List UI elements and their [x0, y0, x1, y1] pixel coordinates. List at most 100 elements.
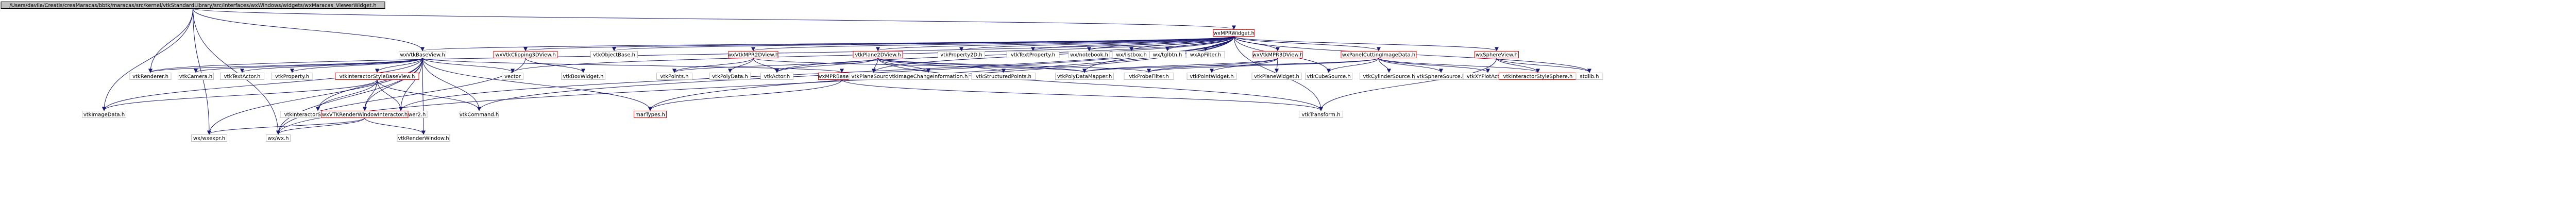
node-wxMPRWidget[interactable]: wxMPRWidget.h	[1213, 29, 1255, 37]
node-label: wxSphereView.h	[1476, 53, 1518, 58]
edge-wxVtkMPR2DView-to-vtkPoints	[672, 58, 754, 73]
edge-wxVtkBaseView-to-vtkImageViewer2	[399, 58, 423, 111]
edge-vtkInteractorStyleBaseView-to-vtkCommand	[377, 79, 481, 111]
node-label: wx/wx.h	[267, 136, 289, 142]
node-box	[397, 134, 450, 142]
node-label: vtkProbeFilter.h	[1129, 74, 1168, 80]
edge-wxMPRWidget-to-vtkObjectBase	[612, 36, 1234, 52]
node-wxexpr: wx/wxexpr.h	[191, 134, 227, 142]
edge-wxVtkMPR3DView-to-vtkPolyDataMapper	[1082, 58, 1278, 73]
edge-wxVtkBaseView-to-vtkInteractorStyleImage	[316, 58, 423, 111]
edge-wxVtkBaseView-to-wxexpr	[207, 58, 423, 135]
edge-vtkPlane2DView-to-vtkPlaneSource	[872, 58, 878, 73]
edge-wxPanelCuttingImageData-to-vtkPolyDataMapper	[1082, 58, 1379, 73]
node-label: wx/wxexpr.h	[193, 136, 225, 142]
node-wxVTKRenderWindowInteractor[interactable]: wxVTKRenderWindowInteractor.h	[321, 111, 409, 118]
edge-vtkPlane2DView-to-vtkProbeFilter	[877, 58, 1151, 73]
node-label: wx/notebook.h	[1070, 53, 1108, 58]
node-box	[493, 51, 558, 58]
node-label: vtkPlane2DView.h	[855, 53, 901, 58]
node-wxtglbtn: wx/tglbtn.h	[1149, 51, 1185, 58]
node-vtkSphereSource: vtkSphereSource.h	[1414, 73, 1468, 80]
node-marTypes[interactable]: marTypes.h	[634, 111, 667, 118]
node-label: vtkImageChangeInformation.h	[889, 74, 968, 80]
node-label: vtkCubeSource.h	[1307, 74, 1350, 80]
node-wxSphereView[interactable]: wxSphereView.h	[1475, 51, 1519, 58]
node-box	[853, 51, 903, 58]
node-box	[271, 73, 313, 80]
node-vtkPlane2DView[interactable]: vtkPlane2DView.h	[853, 51, 903, 58]
edge-root-to-wxVtkBaseView	[193, 8, 425, 52]
node-box	[1252, 51, 1303, 58]
edge-wxMPRWidget-to-wxSphereView	[1233, 36, 1499, 52]
node-label: wxVTKRenderWindowInteractor.h	[322, 112, 408, 118]
edge-wxVTKRenderWindowInteractor-to-wxexpr	[207, 117, 365, 135]
node-box	[220, 73, 264, 80]
node-vtkObjectBase: vtkObjectBase.h	[590, 51, 638, 58]
edge-wxVtkBaseView-to-vtkProperty	[290, 58, 423, 73]
node-label: wxVtkMPR2DView.h	[728, 53, 778, 58]
node-label: wxApFilter.h	[1190, 53, 1222, 58]
edge-root-to-vtkImageData	[102, 8, 193, 111]
node-label: wx/listbox.h	[1116, 53, 1147, 58]
node-label: wxPanelCuttingImageData.h	[1342, 53, 1415, 58]
node-label: stdlib.h	[1580, 74, 1599, 80]
edge-vtkInteractorStyleBaseView-to-wxVTKRenderWindowInteractor	[363, 79, 378, 111]
node-vtkImageChangeInformation: vtkImageChangeInformation.h	[888, 73, 969, 80]
edge-wxMPRWidget-to-wxVtkMPR2DView	[751, 36, 1234, 52]
node-wxVtkClipping3DView[interactable]: wxVtkClipping3DView.h	[493, 51, 558, 58]
edge-root-to-vtkRenderer	[148, 8, 193, 73]
edge-wxPanelCuttingImageData-to-vtkCylinderSource	[1378, 58, 1391, 73]
edge-wxSphereView-to-stdlib	[1496, 58, 1591, 73]
node-label: vtkInteractorStyleSphere.h	[1503, 74, 1573, 80]
node-box	[1213, 29, 1255, 37]
node-box	[1068, 51, 1110, 58]
node-wxnotebook: wx/notebook.h	[1068, 51, 1110, 58]
node-wxVtkMPR2DView[interactable]: wxVtkMPR2DView.h	[728, 51, 778, 58]
node-stdlib: stdlib.h	[1575, 73, 1603, 80]
node-vtkStructuredPoints: vtkStructuredPoints.h	[971, 73, 1036, 80]
node-box	[1149, 51, 1185, 58]
node-label: vtkRenderWindow.h	[398, 136, 449, 142]
edge-wxVtkMPR2DView-to-vtkPolyDataMapper	[753, 58, 1087, 73]
edge-vtkPlane2DView-to-vtkPoints	[672, 58, 878, 73]
node-vtkProbeFilter: vtkProbeFilter.h	[1124, 73, 1174, 80]
node-box	[1055, 73, 1114, 80]
node-label: vtkPolyData.h	[712, 74, 748, 80]
edge-root-to-wxwx	[193, 8, 280, 135]
edge-root-to-wxMPRWidget	[193, 8, 1236, 30]
node-label: vtkRenderer.h	[132, 74, 168, 80]
node-vtkInteractorStyleSphere[interactable]: vtkInteractorStyleSphere.h	[1499, 73, 1577, 80]
edge-wxMPRWidget-to-vtkProperty2D	[959, 36, 1234, 52]
node-vtkCylinderSource: vtkCylinderSource.h	[1360, 73, 1418, 80]
node-vtkCommand: vtkCommand.h	[460, 111, 499, 118]
node-vtkPolyData: vtkPolyData.h	[709, 73, 751, 80]
node-label: vtkProperty.h	[275, 74, 309, 80]
node-label: vtkPoints.h	[660, 74, 688, 80]
edge-wxMPRWidget-to-vtkActor	[775, 36, 1234, 73]
node-label: vtkTextActor.h	[224, 74, 261, 80]
node-box	[1475, 51, 1519, 58]
node-vtkRenderWindow: vtkRenderWindow.h	[397, 134, 450, 142]
edge-wxVtkClipping3DView-to-vtkBoxWidget	[525, 58, 585, 73]
node-box	[728, 51, 778, 58]
node-box	[590, 51, 638, 58]
edge-wxVtkBaseView-to-vtkImageData	[102, 58, 423, 111]
edge-wxVtkMPR2DView-to-vtkPolyData	[728, 58, 754, 73]
edge-wxPanelCuttingImageData-to-vtkSphereSource	[1378, 58, 1443, 73]
node-label: vtkPlaneWidget.h	[1254, 74, 1299, 80]
node-label: vtkTransform.h	[1302, 112, 1341, 118]
nodes-layer: /Users/davila/Creatis/creaMaracas/bbtk/m…	[1, 2, 1603, 142]
node-wxVtkMPR3DView[interactable]: wxVtkMPR3DView.h	[1252, 51, 1303, 58]
edge-wxVTKRenderWindowInteractor-to-vtkRenderWindow	[364, 117, 426, 135]
edge-wxVtkBaseView-to-vtkInteractorStyleBaseView	[375, 58, 423, 73]
edge-wxVtkBaseView-to-wxMPRBaseData	[422, 58, 844, 73]
node-label: vtkStructuredPoints.h	[976, 74, 1031, 80]
node-root: /Users/davila/Creatis/creaMaracas/bbtk/m…	[1, 2, 385, 9]
node-wxPanelCuttingImageData[interactable]: wxPanelCuttingImageData.h	[1341, 51, 1417, 58]
node-label: vtkPlaneSource.h	[852, 74, 896, 80]
node-box	[335, 73, 419, 80]
node-label: vtkProperty2D.h	[940, 53, 982, 58]
node-vtkInteractorStyleBaseView[interactable]: vtkInteractorStyleBaseView.h	[335, 73, 419, 80]
